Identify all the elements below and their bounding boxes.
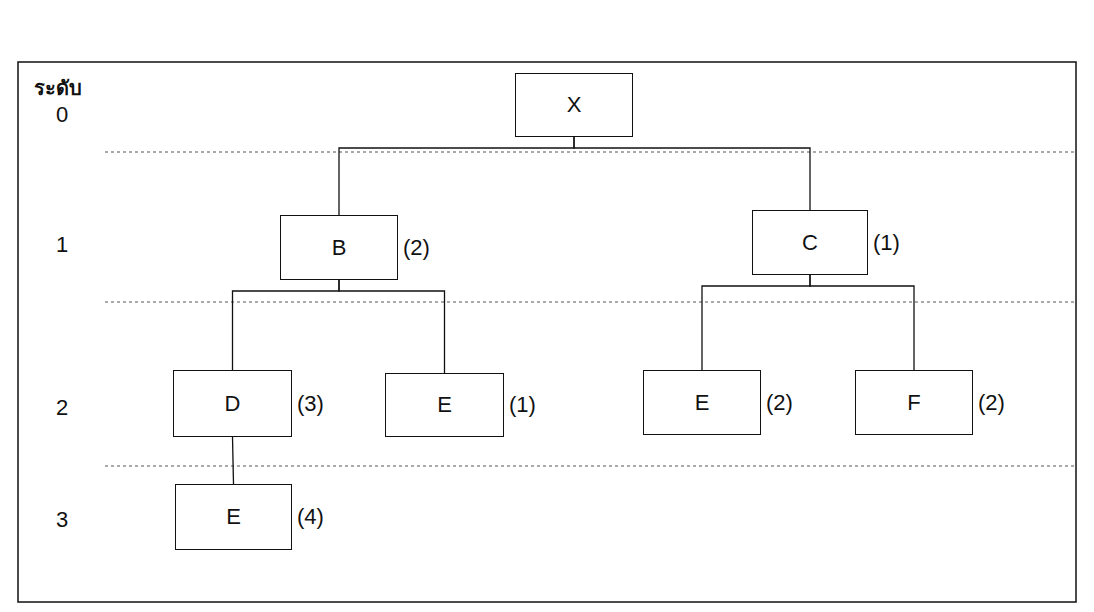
quantity-label: (2) — [766, 390, 793, 416]
component-box: E(1) — [385, 373, 504, 437]
component-box: B(2) — [280, 215, 398, 280]
component-name: C — [802, 230, 818, 256]
level-divider — [105, 302, 1076, 303]
level-number: 1 — [56, 232, 68, 258]
component-box: X — [515, 73, 633, 137]
component-box: E(2) — [643, 370, 761, 435]
tree-connector — [810, 275, 914, 370]
tree-connector — [233, 437, 234, 484]
quantity-label: (2) — [978, 390, 1005, 416]
tree-connector — [339, 137, 574, 215]
level-divider — [105, 152, 1076, 153]
component-box: F(2) — [855, 370, 973, 435]
component-box: C(1) — [752, 210, 868, 275]
component-name: E — [437, 392, 452, 418]
component-name: B — [332, 235, 347, 261]
level-divider — [105, 466, 1076, 467]
tree-connector — [233, 280, 340, 370]
tree-connector — [702, 275, 810, 370]
quantity-label: (1) — [509, 392, 536, 418]
level-number: 3 — [56, 507, 68, 533]
component-box: E(4) — [175, 484, 292, 550]
component-name: E — [226, 504, 241, 530]
quantity-label: (2) — [403, 235, 430, 261]
component-name: X — [567, 92, 582, 118]
level-heading: ระดับ — [34, 72, 82, 104]
tree-connector — [574, 137, 810, 210]
component-box: D(3) — [173, 370, 292, 437]
component-name: F — [907, 390, 920, 416]
tree-connector — [339, 280, 445, 373]
component-name: E — [695, 390, 710, 416]
quantity-label: (4) — [297, 504, 324, 530]
quantity-label: (1) — [873, 230, 900, 256]
component-name: D — [225, 391, 241, 417]
level-number: 0 — [56, 102, 68, 128]
quantity-label: (3) — [297, 391, 324, 417]
outer-frame — [18, 62, 1076, 602]
level-number: 2 — [56, 395, 68, 421]
